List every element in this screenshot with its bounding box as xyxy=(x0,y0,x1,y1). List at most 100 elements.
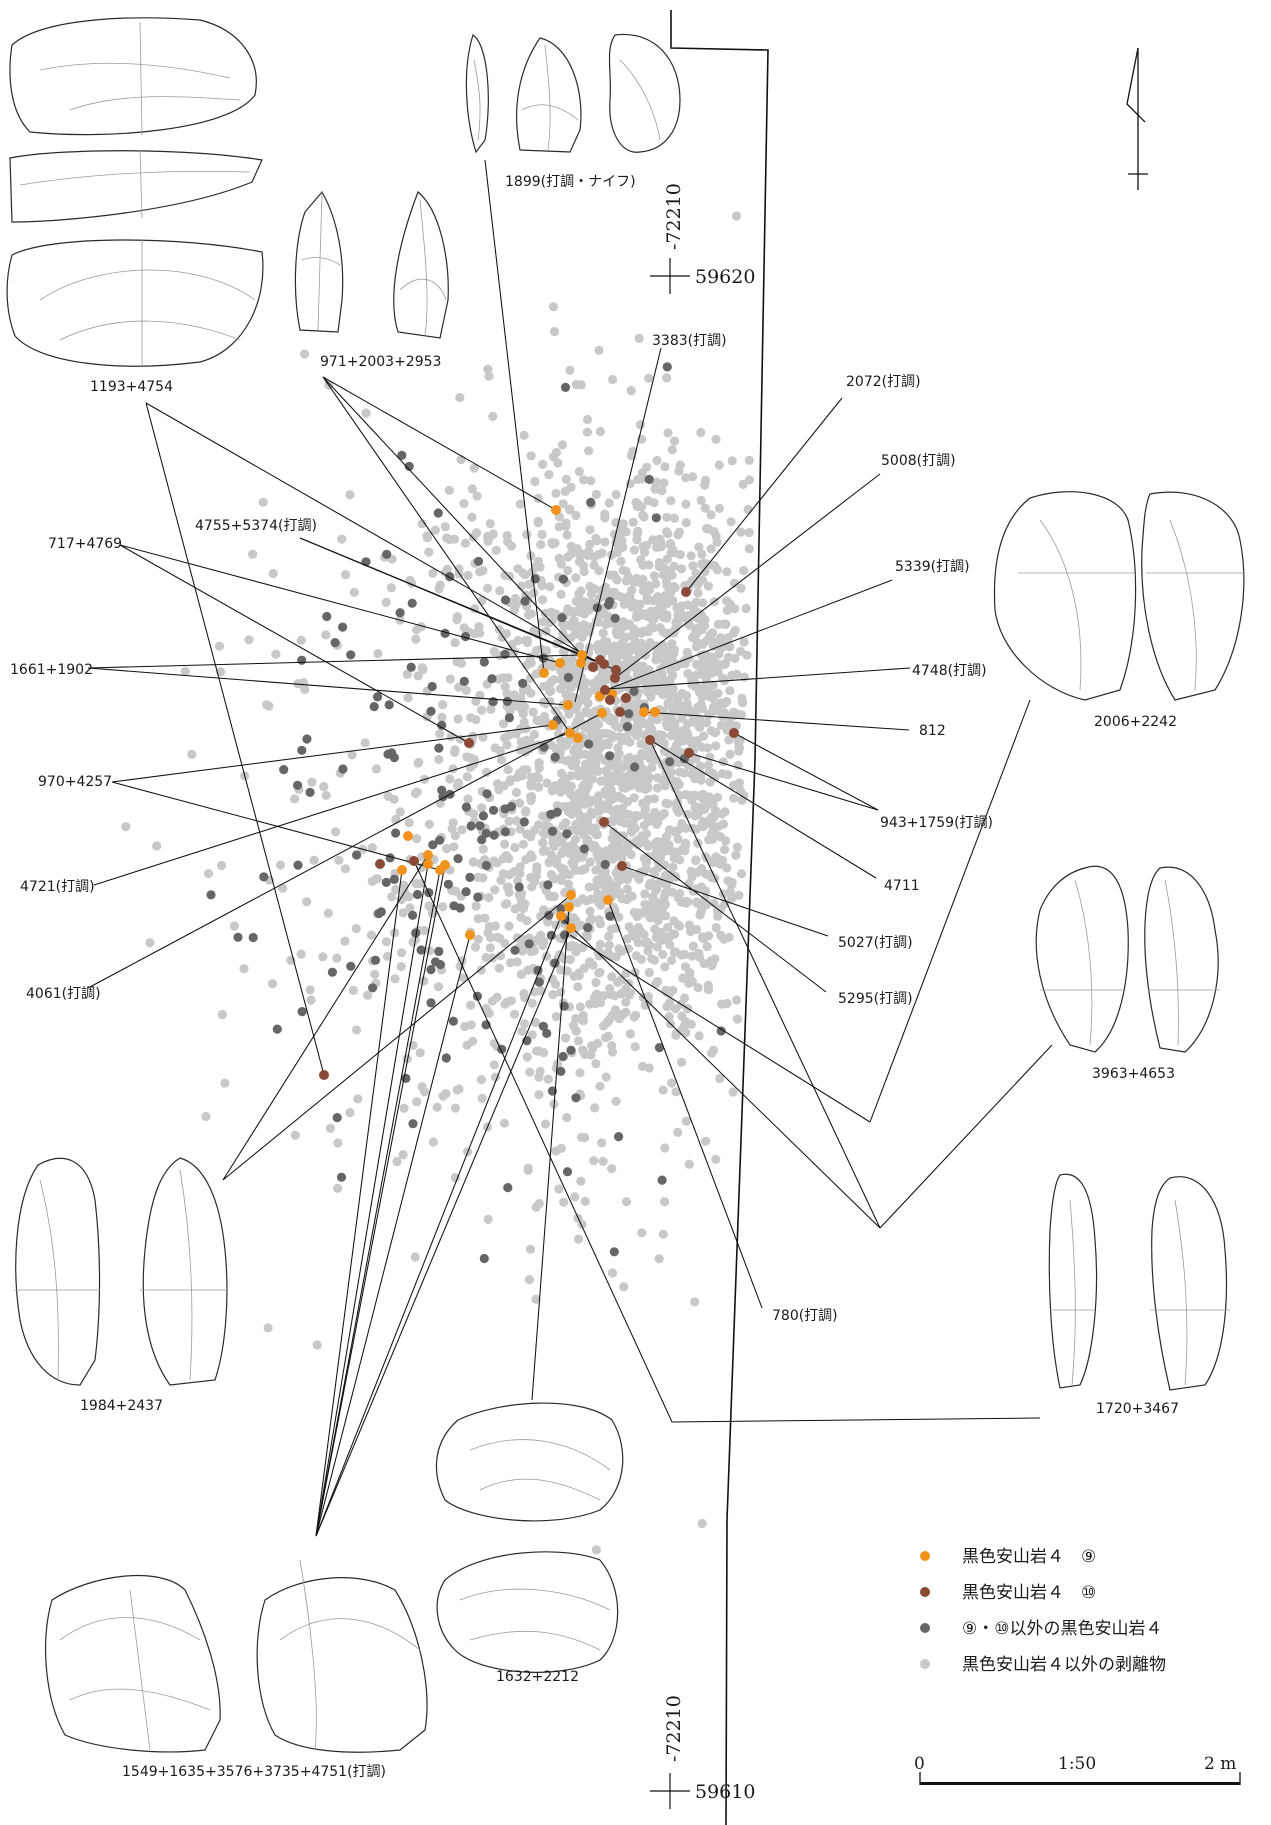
flake-point xyxy=(667,570,677,580)
flake-point xyxy=(493,674,503,684)
flake-point xyxy=(651,979,661,989)
flake-point xyxy=(571,704,581,714)
flake-point xyxy=(381,597,391,608)
flake-point xyxy=(617,523,627,533)
flake-point xyxy=(381,937,391,947)
flake-point xyxy=(487,996,498,1006)
flake-point xyxy=(621,1007,631,1017)
flake-point xyxy=(413,671,423,681)
andesite-point xyxy=(411,928,421,938)
andesite-point xyxy=(487,674,497,684)
flake-point xyxy=(724,932,734,943)
flake-point xyxy=(732,1014,743,1024)
flake-point xyxy=(693,588,703,598)
flake-point xyxy=(548,302,559,312)
flake-point xyxy=(648,892,658,902)
flake-point xyxy=(467,512,477,522)
andesite-point xyxy=(346,961,356,971)
flake-point xyxy=(453,714,463,724)
leader-line xyxy=(733,732,879,811)
flake-point xyxy=(655,534,665,544)
flake-point xyxy=(454,682,464,692)
flake-point xyxy=(666,722,676,733)
andesite-point xyxy=(259,872,269,882)
flake-point xyxy=(296,949,306,959)
group9-point xyxy=(564,902,574,912)
flake-point xyxy=(725,749,735,759)
flake-point xyxy=(682,698,692,709)
flake-point xyxy=(573,621,583,631)
flake-point xyxy=(722,863,732,873)
flake-point xyxy=(632,573,642,584)
flake-point xyxy=(483,583,493,593)
point-label-5027: 5027(打調) xyxy=(838,934,913,951)
flake-point xyxy=(526,609,536,619)
flake-point xyxy=(608,806,618,816)
flake-point xyxy=(609,827,619,837)
flake-point xyxy=(411,878,421,889)
flake-point xyxy=(663,428,673,438)
flake-point xyxy=(588,960,598,970)
flake-point xyxy=(332,953,342,963)
flake-point xyxy=(623,772,633,782)
flake-point xyxy=(696,427,706,438)
andesite-point xyxy=(479,1253,489,1264)
andesite-point xyxy=(382,549,392,560)
flake-point xyxy=(736,710,746,720)
flake-point xyxy=(692,898,702,908)
flake-point xyxy=(573,982,583,992)
flake-point xyxy=(489,646,499,657)
flake-point xyxy=(639,512,649,522)
flake-point xyxy=(652,913,662,923)
scale-ratio: 1:50 xyxy=(1058,1754,1096,1774)
flake-point xyxy=(296,635,306,645)
flake-point xyxy=(721,836,731,846)
flake-point xyxy=(345,1108,355,1118)
flake-point xyxy=(672,691,682,702)
flake-point xyxy=(363,990,373,1000)
flake-point xyxy=(463,794,473,804)
andesite-point xyxy=(297,655,307,665)
flake-point xyxy=(349,587,359,597)
flake-point xyxy=(658,901,668,912)
flake-point xyxy=(594,674,604,684)
flake-point xyxy=(688,632,698,643)
flake-point xyxy=(573,1234,584,1244)
flake-point xyxy=(695,614,705,625)
flake-point xyxy=(580,749,590,759)
flake-point xyxy=(672,777,682,787)
flake-point xyxy=(701,1136,711,1146)
flake-point xyxy=(668,684,678,694)
flake-point xyxy=(705,752,715,762)
flake-point xyxy=(298,678,309,688)
flake-point xyxy=(700,558,710,568)
group9-point xyxy=(555,658,565,668)
flake-point xyxy=(152,841,162,851)
flake-point xyxy=(691,568,701,578)
flake-point xyxy=(742,650,752,660)
flake-point xyxy=(404,818,414,828)
flake-point xyxy=(582,414,593,425)
flake-point xyxy=(581,708,591,718)
andesite-point xyxy=(562,829,572,839)
flake-point xyxy=(258,497,268,507)
flake-point xyxy=(580,1049,590,1059)
group9-point xyxy=(603,895,613,905)
point-label-2072: 2072(打調) xyxy=(846,373,921,390)
flake-point xyxy=(675,550,686,560)
flake-point xyxy=(614,749,624,759)
flake-point xyxy=(516,581,526,591)
flake-point xyxy=(694,722,704,732)
flake-point xyxy=(660,1197,670,1207)
legend: 黒色安山岩４ ⑨ 黒色安山岩４ ⑩ ⑨・⑩以外の黒色安山岩４ 黒色安山岩４以外の… xyxy=(920,1547,1166,1675)
refit-points xyxy=(319,505,739,1080)
flake-point xyxy=(677,1057,687,1067)
flake-point xyxy=(623,842,633,853)
point-label-5295: 5295(打調) xyxy=(838,990,913,1007)
flake-point xyxy=(621,1197,632,1207)
flake-point xyxy=(432,1102,442,1112)
flake-point xyxy=(433,982,444,992)
andesite-point xyxy=(558,574,569,584)
flake-point xyxy=(489,1060,499,1070)
flake-point xyxy=(636,954,646,965)
